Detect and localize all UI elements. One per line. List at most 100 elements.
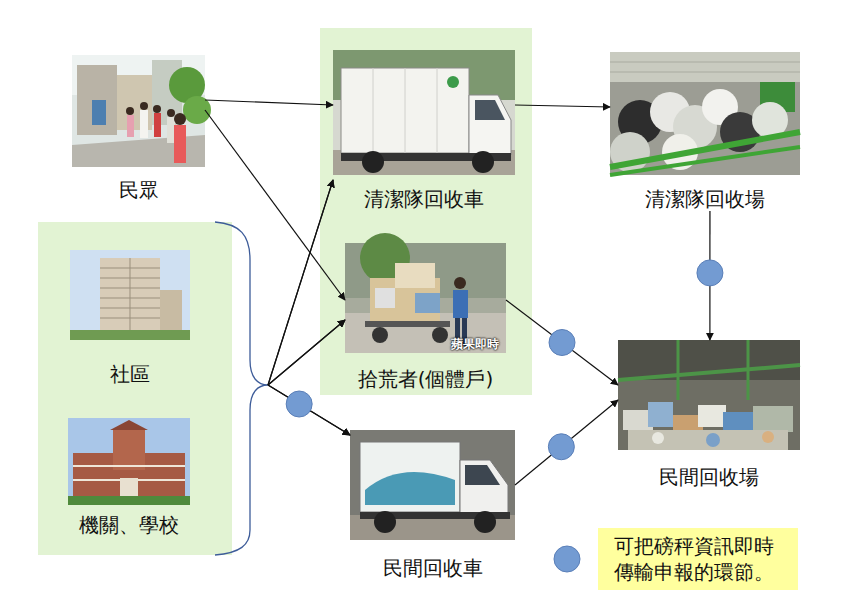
node-label: 清潔隊回收場 [610,188,800,211]
photo-space [345,243,506,353]
community-photo [70,330,190,340]
legend-row: 可把磅秤資訊即時 傳輸申報的環節。 [552,528,798,590]
scavenger-photo [375,288,395,308]
crowd-photo [174,125,186,163]
crowd-photo [77,65,117,135]
node-label: 民間回收場 [618,466,800,489]
private-yard-photo [618,340,800,450]
crowd-photo [167,109,175,117]
crowd-photo [127,115,134,137]
photo-space [618,340,800,450]
truck-photo [362,151,384,173]
depot-photo [610,52,800,175]
private-yard-photo [698,405,726,427]
photo-space [610,52,800,175]
flow-arrow [205,100,333,105]
private-yard-photo [618,365,800,380]
legend-swatch-box [552,544,582,574]
crowd-photo [174,113,186,125]
depot-photo [610,62,800,72]
depot-photo [610,52,800,175]
flow-arrow [190,385,350,461]
private-yard-photo [618,340,800,380]
truck-photo [475,100,505,120]
node-label: 拾荒者(個體戶) [345,368,506,391]
private-yard-photo [753,406,793,432]
photo-space [70,250,190,340]
flow-arrow [506,300,618,385]
weighing-point [549,330,575,356]
private-truck-photo [360,442,460,512]
truck-photo [341,68,469,153]
private-yard-photo [706,433,720,447]
group-panel [38,222,232,555]
private-truck-photo [465,465,500,485]
private-yard-photo [678,340,748,400]
node-label: 民眾 [72,179,205,202]
crowd-photo [126,107,134,115]
node-label: 社區 [70,363,190,386]
school-photo [120,478,138,498]
watermark-label: 蘋果即時 [451,336,499,353]
private-yard-photo [648,402,673,427]
photo-node: 民間回收車 [350,430,515,580]
crowd-photo [154,113,161,137]
school-photo [73,466,185,480]
weighing-point [548,434,574,460]
crowd-photo [140,110,148,138]
scavenger-photo [345,233,506,353]
weighing-point [286,391,312,417]
photo-space [72,55,205,167]
photo-node: 拾荒者(個體戶) [345,243,506,391]
private-truck-photo [374,511,396,533]
school-photo [68,496,190,505]
private-truck-photo [350,430,515,540]
private-yard-photo [628,430,788,450]
crowd-photo [140,102,148,110]
photo-space [333,50,515,175]
weighing-point [697,260,723,286]
school-photo [113,430,145,470]
crowd-photo [92,100,106,125]
flow-arrow [190,295,350,435]
node-label: 清潔隊回收車 [333,188,515,211]
private-yard-photo [618,340,800,450]
legend-swatch [554,546,580,572]
community-photo [100,258,160,340]
photo-node: 清潔隊回收車 [333,50,515,211]
school-photo [110,420,148,430]
truck-photo [333,150,515,175]
flow-arrow [515,105,610,107]
group-panel [320,28,532,395]
truck-photo [333,50,515,175]
school-photo [68,418,190,505]
scavenger-photo [415,293,440,313]
private-yard-photo [762,431,774,443]
flow-arrow [515,400,618,485]
scavenger-photo [432,327,448,343]
scavenger-photo [372,327,388,343]
community-photo [70,250,190,340]
crowd-photo [153,105,161,113]
truck-photo [333,50,515,175]
flow-arrow [205,110,345,300]
truck-photo [447,76,459,88]
community-photo [100,258,160,340]
node-label: 機關、學校 [68,514,190,537]
flow-arrow [190,180,333,385]
private-truck-photo [365,472,455,505]
private-yard-photo [652,432,664,444]
photo-node: 機關、學校 [68,418,190,537]
depot-photo [610,147,800,175]
private-truck-photo [474,511,496,533]
truck-photo [469,95,511,155]
node-label: 民間回收車 [350,557,515,580]
private-truck-photo [350,430,515,540]
legend-text: 可把磅秤資訊即時 傳輸申報的環節。 [598,528,798,590]
photo-space [350,430,515,540]
photo-node: 清潔隊回收場 [610,52,800,211]
scavenger-photo [454,277,466,289]
crowd-photo [72,55,211,167]
truck-photo [472,151,494,173]
